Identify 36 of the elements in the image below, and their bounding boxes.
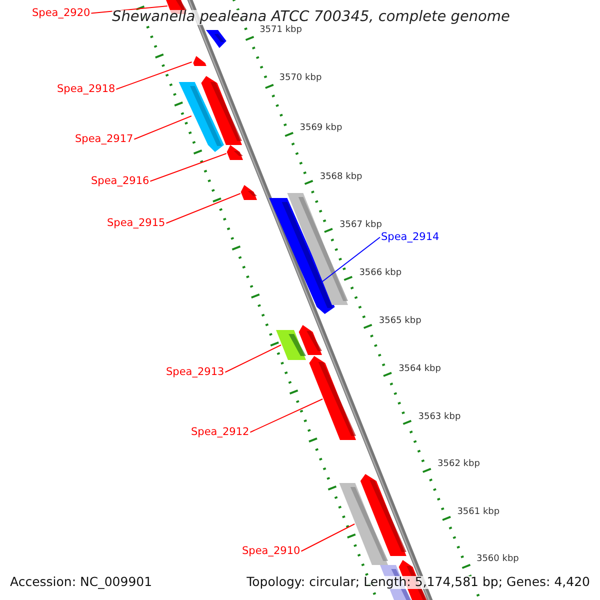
scale-label: 3564 kbp bbox=[398, 365, 441, 374]
scale-label: 3567 kbp bbox=[340, 221, 382, 230]
accession-text: Accession: NC_009901 bbox=[10, 576, 152, 588]
genome-summary: Topology: circular; Length: 5,174,581 bp; Genes: 4,420 bbox=[246, 576, 590, 588]
scale-label: 3561 kbp bbox=[457, 508, 500, 517]
leader-line bbox=[116, 62, 192, 90]
scale-label: 3568 kbp bbox=[320, 173, 362, 182]
gene-label: Spea_2918 bbox=[57, 84, 116, 94]
gene-label: Spea_2917 bbox=[75, 134, 134, 144]
scale-label: 3562 kbp bbox=[438, 460, 480, 469]
leader-line bbox=[134, 116, 192, 140]
scale-label: 3560 kbp bbox=[476, 555, 519, 564]
gene-label: Spea_2910 bbox=[242, 546, 300, 556]
gene-bar bbox=[226, 145, 243, 160]
scale-label: 3565 kbp bbox=[378, 317, 422, 326]
scale-label: 3569 kbp bbox=[300, 124, 342, 133]
leader-line bbox=[166, 193, 241, 224]
gene-label: Spea_2920 bbox=[32, 8, 90, 18]
title: Shewanella pealeana ATCC 700345, complete genome bbox=[112, 10, 510, 24]
gene-label: Spea_2913 bbox=[166, 367, 224, 378]
leader-line bbox=[250, 398, 324, 433]
gene-bar bbox=[240, 185, 257, 200]
gene-label: Spea_2916 bbox=[91, 176, 150, 186]
scale-label: 3570 kbp bbox=[279, 74, 322, 83]
leader-line bbox=[300, 524, 356, 552]
gene-bar bbox=[309, 356, 356, 440]
gene-label: Spea_2912 bbox=[191, 427, 250, 438]
scale-label: 3563 kbp bbox=[418, 413, 461, 422]
leader-line bbox=[321, 236, 380, 282]
leader-line bbox=[90, 6, 168, 14]
gene-label: Spea_2915 bbox=[107, 218, 166, 228]
gene-label: Spea_2914 bbox=[381, 232, 440, 242]
leader-line bbox=[224, 344, 282, 373]
gene-bar bbox=[193, 56, 206, 66]
scale-label: 3566 kbp bbox=[359, 269, 402, 278]
scale-label: 3571 kbp bbox=[260, 26, 302, 35]
